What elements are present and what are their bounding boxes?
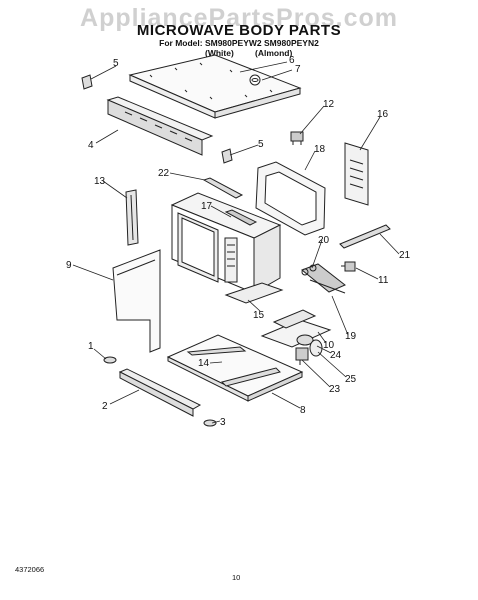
part-foot — [103, 356, 117, 364]
callout-1: 1 — [88, 341, 94, 352]
callout-13: 13 — [94, 176, 106, 187]
callout-12: 12 — [323, 99, 335, 110]
part-rear-channel — [106, 96, 214, 156]
callout-25: 25 — [345, 374, 357, 385]
part-microwave-body — [170, 192, 282, 294]
callout-21: 21 — [399, 250, 411, 261]
callout-17: 17 — [201, 201, 213, 212]
watermark: AppliancePartsPros.com — [80, 4, 398, 32]
callout-labels: 5 4 5 6 7 12 16 18 13 22 17 9 20 21 11 1… — [66, 55, 411, 428]
part-clip-lower — [221, 148, 233, 164]
callout-3: 3 — [220, 417, 226, 428]
part-door-frame — [255, 161, 326, 236]
part-top-strip — [202, 177, 244, 199]
callout-20: 20 — [318, 235, 330, 246]
page-title: MICROWAVE BODY PARTS — [136, 22, 342, 39]
callout-23: 23 — [329, 384, 341, 395]
color-label-white: (White) — [205, 48, 234, 58]
callout-19: 19 — [345, 331, 357, 342]
part-cabinet-top — [128, 54, 302, 119]
part-vent-panel — [344, 142, 369, 206]
model-line: For Model: SM980PEYW2 SM980PEYN2 — [159, 38, 319, 48]
part-switch — [290, 131, 304, 145]
callout-8: 8 — [300, 405, 306, 416]
part-interlock-assembly — [301, 263, 346, 294]
part-foot-small — [203, 419, 217, 427]
callout-22: 22 — [158, 168, 170, 179]
callout-9: 9 — [66, 260, 72, 271]
part-diagonal-brace — [224, 209, 258, 226]
part-connector — [341, 261, 356, 272]
callout-24: 24 — [330, 350, 342, 361]
part-motor — [295, 334, 323, 365]
color-label-almond: (Almond) — [255, 48, 293, 58]
callout-14: 14 — [198, 358, 210, 369]
part-vertical-bracket — [125, 189, 139, 246]
callout-7: 7 — [295, 64, 301, 75]
page-number: 10 — [232, 573, 241, 582]
part-base-frame — [166, 334, 304, 402]
callout-16: 16 — [377, 109, 389, 120]
part-side-panel — [112, 249, 161, 353]
callout-10: 10 — [323, 340, 335, 351]
part-bottom-strip — [224, 282, 284, 304]
part-front-trim — [118, 368, 202, 417]
part-latch-rod — [339, 224, 391, 249]
part-mount-bracket — [260, 309, 332, 348]
callout-4: 4 — [88, 140, 94, 151]
leader-lines — [72, 61, 400, 424]
callout-11: 11 — [378, 275, 389, 286]
callout-15: 15 — [253, 310, 265, 321]
callout-2: 2 — [102, 401, 108, 412]
callout-6: 6 — [289, 55, 295, 66]
part-clip-upper — [81, 74, 93, 90]
callout-5-upper: 5 — [113, 58, 119, 69]
document-number: 4372066 — [15, 565, 45, 574]
callout-18: 18 — [314, 144, 326, 155]
callout-5-lower: 5 — [258, 139, 264, 150]
